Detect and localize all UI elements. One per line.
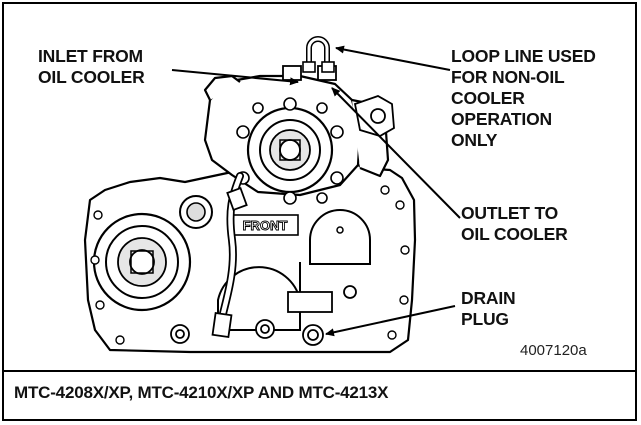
upper-bolts	[236, 97, 344, 205]
right-dome	[309, 209, 371, 265]
oil-cooler-hose	[211, 172, 248, 339]
right-bracket	[353, 95, 395, 137]
output-bearing-assembly	[92, 212, 192, 312]
drain-callout-line-2: PLUG	[461, 309, 509, 329]
loop-line-callout: LOOP LINE USED FOR NON-OIL COOLER OPERAT…	[451, 46, 596, 151]
outlet-callout: OUTLET TO OIL COOLER	[461, 203, 568, 245]
inlet-callout: INLET FROM OIL COOLER	[38, 46, 145, 88]
figure-caption: MTC-4208X/XP, MTC-4210X/XP AND MTC-4213X	[14, 383, 389, 402]
loop-line-callout-line-2: FOR NON-OIL	[451, 67, 565, 87]
caption-divider	[4, 370, 635, 372]
outlet-callout-line-1: OUTLET TO	[461, 203, 559, 223]
upper-bearing-assembly	[246, 106, 334, 194]
front-label: FRONT	[243, 218, 288, 233]
loop-line-callout-line-1: LOOP LINE USED	[451, 46, 596, 66]
outlet-callout-line-2: OIL COOLER	[461, 224, 568, 244]
drain-leader	[325, 305, 456, 337]
front-nameplate: FRONT	[231, 214, 299, 236]
drain-callout: DRAIN PLUG	[461, 288, 516, 330]
loop-line-callout-line-5: ONLY	[451, 130, 498, 150]
inlet-leader	[171, 69, 299, 86]
perimeter-bolts	[90, 185, 410, 345]
inlet-callout-line-2: OIL COOLER	[38, 67, 145, 87]
bottom-plugs	[170, 319, 324, 346]
side-port	[179, 195, 213, 229]
outlet-leader	[331, 87, 461, 219]
figure-id: 4007120a	[520, 342, 587, 359]
loop-line-leader	[335, 45, 451, 71]
top-fittings	[282, 36, 337, 81]
inspection-cover	[287, 285, 357, 313]
inlet-callout-line-1: INLET FROM	[38, 46, 143, 66]
loop-line-callout-line-3: COOLER	[451, 88, 525, 108]
drain-callout-line-1: DRAIN	[461, 288, 516, 308]
loop-line-callout-line-4: OPERATION	[451, 109, 552, 129]
leader-lines	[171, 45, 461, 337]
